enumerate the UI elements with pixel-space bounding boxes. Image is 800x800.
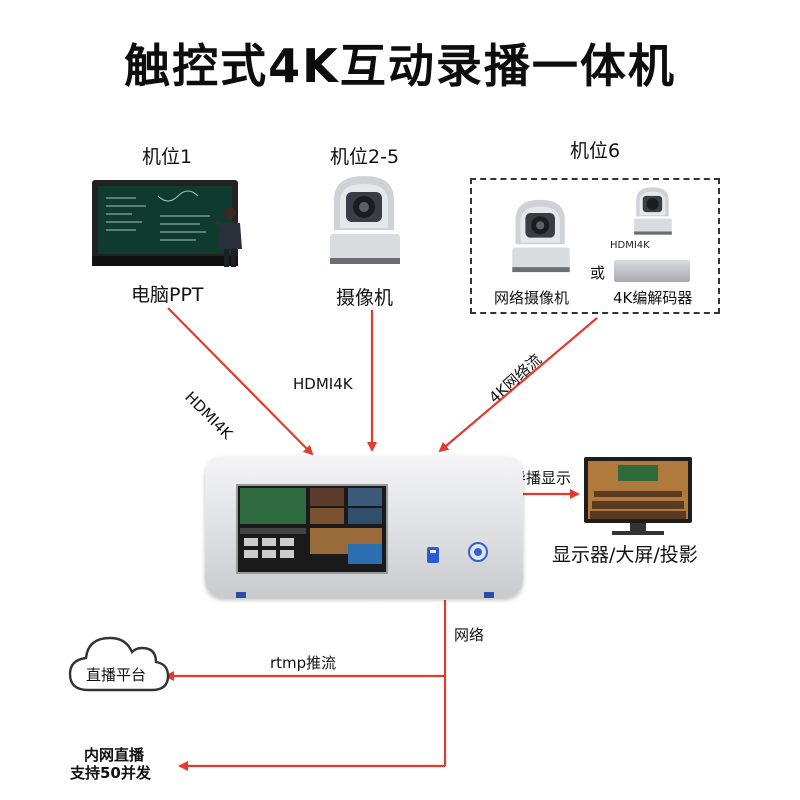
device-foot-left [236, 592, 246, 598]
pos6-heading: 机位6 [570, 140, 621, 162]
live-platform-label: 直播平台 [86, 666, 147, 684]
or-label: 或 [590, 264, 606, 282]
network-label: 网络 [454, 626, 485, 644]
hdmi-label-2: HDMI4K [293, 375, 353, 393]
smartboard-image [92, 180, 238, 266]
pos6-link-label: HDMI4K [610, 240, 650, 251]
ptz-camera-icon [330, 176, 400, 264]
pos2-label: 摄像机 [336, 287, 394, 309]
intranet-line1: 内网直播 [84, 746, 145, 764]
rtmp-label: rtmp推流 [270, 654, 337, 672]
usb-port-icon [427, 547, 439, 563]
encoder-box-icon [614, 260, 690, 282]
encoder-label: 4K编解码器 [613, 289, 693, 307]
monitor-image [584, 457, 692, 523]
pos1-heading: 机位1 [142, 146, 193, 168]
display-link-label: 导播显示 [511, 469, 572, 487]
pos1-label: 电脑PPT [131, 284, 204, 306]
power-button-icon [468, 542, 488, 562]
small-camera-icon [634, 187, 672, 235]
pos6-group-box [470, 178, 720, 314]
display-output-label: 显示器/大屏/投影 [552, 544, 698, 566]
cloud-icon [68, 636, 170, 692]
arrow-pos1 [167, 307, 314, 456]
monitor-base [612, 531, 664, 535]
arrow-pos6 [438, 317, 598, 453]
network-camera-icon [512, 199, 570, 273]
network-camera-label: 网络摄像机 [494, 289, 570, 307]
teacher-figure [214, 207, 242, 267]
device-foot-right [484, 592, 494, 598]
pos2-heading: 机位2-5 [330, 146, 400, 168]
monitor-stand [630, 523, 646, 531]
device-touchscreen [236, 484, 388, 574]
page-title: 触控式4K互动录播一体机 [124, 39, 676, 93]
intranet-line2: 支持50并发 [70, 764, 151, 782]
